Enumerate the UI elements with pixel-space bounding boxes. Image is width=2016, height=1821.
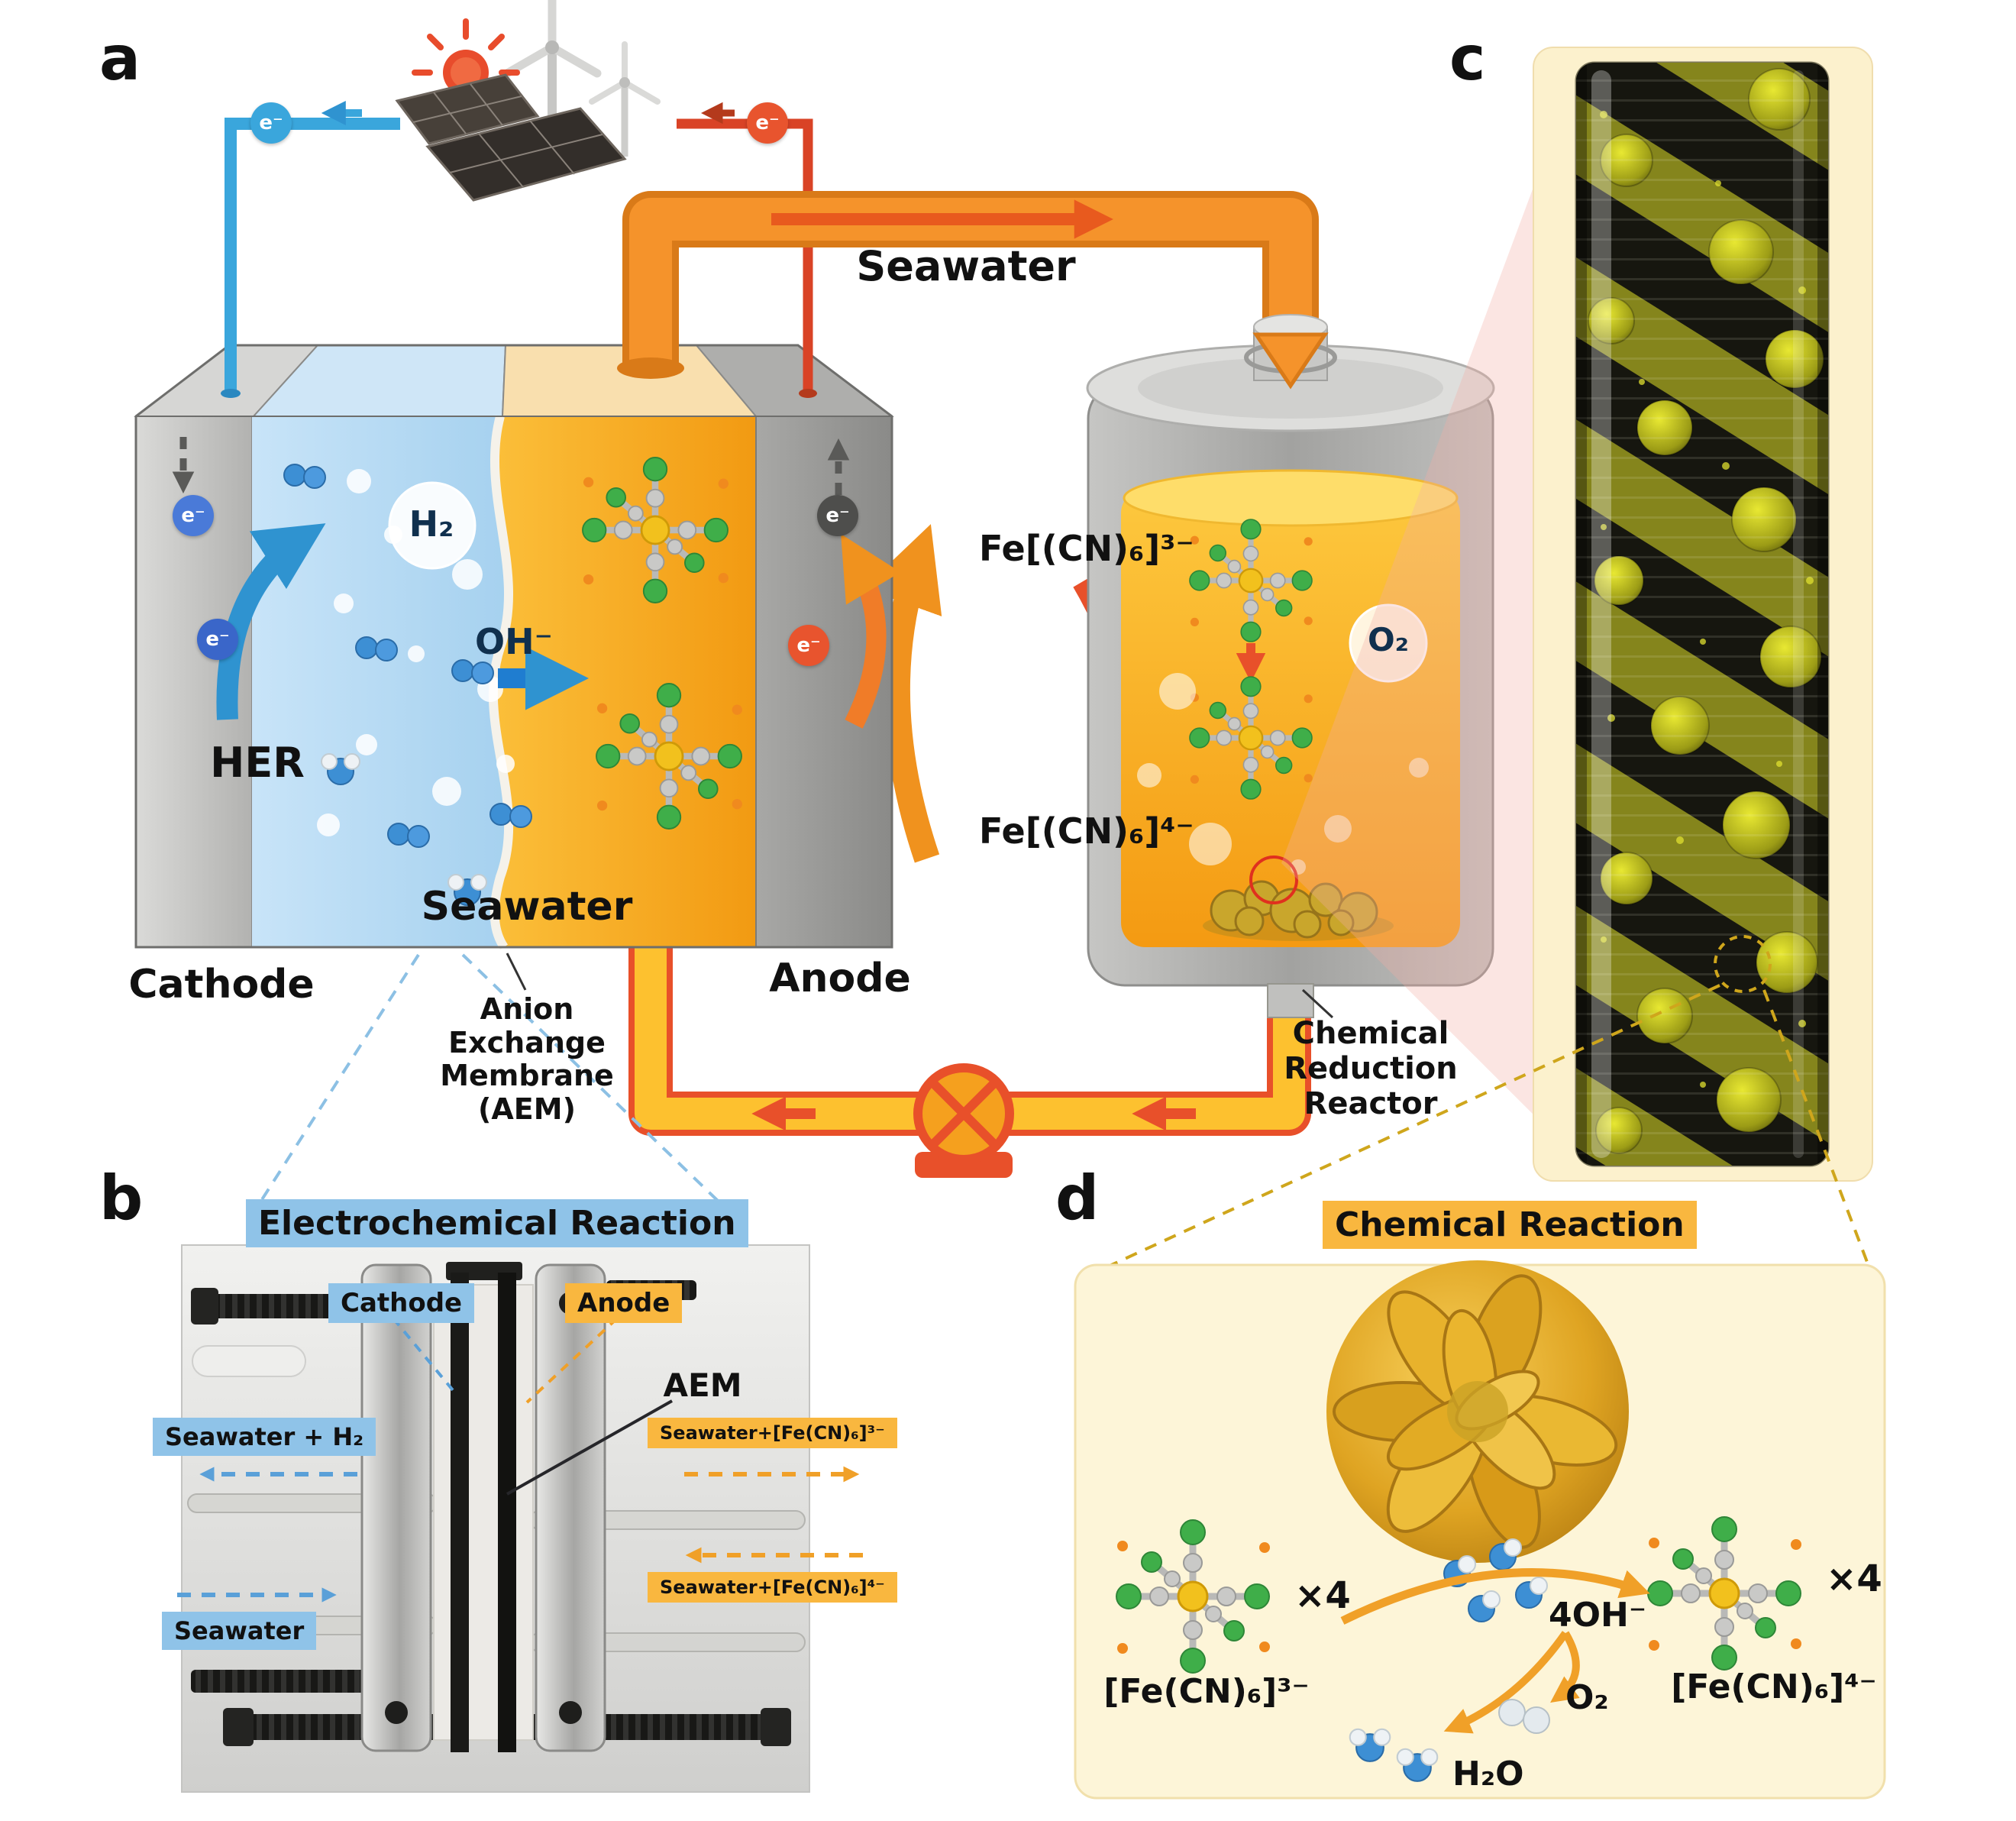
- electron-badge: e⁻: [788, 625, 829, 666]
- reduction-reactor-label: Chemical Reduction Reactor: [1284, 1016, 1458, 1121]
- reactor-column-photo: [1533, 47, 1873, 1182]
- oxygen-molecule: [1498, 1699, 1550, 1734]
- inlet-cathode-label: Seawater: [162, 1612, 317, 1650]
- cell-photo: [177, 1244, 863, 1793]
- times4-left-label: ×4: [1294, 1574, 1351, 1617]
- pipe-entry-arrow: [1252, 332, 1329, 390]
- outlet-cathode-label: Seawater + H₂: [153, 1418, 376, 1456]
- seawater-pipe-label: Seawater: [856, 242, 1076, 290]
- electron-badge: e⁻: [173, 495, 214, 536]
- seawater-cell-label: Seawater: [421, 884, 633, 930]
- panel-a-letter: a: [99, 23, 141, 94]
- electron-wire-cathode: [221, 100, 400, 398]
- oxygen-label: O₂: [1565, 1678, 1609, 1717]
- anode-plate: [498, 1273, 516, 1752]
- gold-nanoflower: [1326, 1260, 1629, 1563]
- electrolyzer-cell: [134, 344, 901, 950]
- reactor-leader-line: [1301, 988, 1334, 1019]
- reactor-outlet: [1267, 983, 1314, 1018]
- electron-badge: e⁻: [197, 619, 238, 660]
- photo-cathode-label: Cathode: [328, 1283, 475, 1323]
- zoom-beam: [1281, 73, 1576, 1157]
- cell-body: [433, 1284, 534, 1741]
- aem-label: Anion Exchange Membrane (AEM): [440, 992, 614, 1127]
- cathode-label: Cathode: [128, 962, 315, 1008]
- h2-label: H₂: [409, 503, 454, 545]
- panel-b-letter: b: [99, 1163, 144, 1234]
- pump-icon: [913, 1063, 1014, 1178]
- product-label: [Fe(CN)₆]⁴⁻: [1671, 1667, 1877, 1706]
- anolyte-region: [493, 416, 756, 947]
- reduction-reactor: [1086, 314, 1495, 1018]
- electron-badge: e⁻: [747, 102, 788, 144]
- anode-label: Anode: [769, 956, 911, 1001]
- panel-d-title: Chemical Reaction: [1323, 1201, 1697, 1249]
- callout-lines-to-panel-d: [1097, 984, 1871, 1273]
- hydroxide-label: 4OH⁻: [1549, 1596, 1647, 1635]
- clamp-plate: [360, 1263, 432, 1752]
- photo-anode-label: Anode: [565, 1283, 683, 1323]
- catalyst-zoom-ring: [1249, 856, 1298, 904]
- ferrocyanide-label: Fe[(CN)₆]⁴⁻: [979, 810, 1194, 852]
- her-arrow: [216, 523, 326, 720]
- outlet-anode-label: Seawater+[Fe(CN)₆]³⁻: [648, 1418, 897, 1448]
- aem-leader: [506, 1399, 673, 1496]
- solar-panel-icon: [395, 73, 627, 202]
- water-label: H₂O: [1452, 1755, 1524, 1794]
- anode-oxidation-arrow: [863, 524, 942, 863]
- spiral-tube: [1576, 63, 1828, 1166]
- electron-badge: e⁻: [817, 495, 858, 536]
- h2-gas-bubble: [388, 481, 477, 570]
- anode-inner-arrow: [841, 533, 901, 729]
- clamp-plate: [535, 1263, 606, 1752]
- callout-lines-to-panel-b: [260, 953, 719, 1202]
- anode-leader: [525, 1317, 619, 1404]
- oxygen-branch-arrow: [1550, 1631, 1580, 1703]
- reactant-label: [Fe(CN)₆]³⁻: [1103, 1672, 1310, 1711]
- aem-leader-line: [506, 953, 527, 991]
- photo-aem-label: AEM: [663, 1367, 742, 1404]
- ferricyanide-label: Fe[(CN)₆]³⁻: [979, 528, 1194, 569]
- o2-label: O₂: [1367, 621, 1410, 658]
- electron-wire-anode: [677, 102, 817, 398]
- electron-badge: e⁻: [250, 102, 292, 144]
- threaded-rod: [191, 1670, 367, 1693]
- zoom-circle: [1714, 935, 1772, 993]
- panel-b-title: Electrochemical Reaction: [246, 1199, 748, 1247]
- oh-label: OH⁻: [475, 621, 553, 662]
- inlet-anode-label: Seawater+[Fe(CN)₆]⁴⁻: [648, 1572, 897, 1603]
- times4-right-label: ×4: [1826, 1557, 1882, 1600]
- water-branch-arrow: [1443, 1631, 1569, 1734]
- aem-membrane-wave: [488, 415, 514, 950]
- her-label: HER: [210, 739, 305, 787]
- chemical-reaction-panel: [1074, 1260, 1886, 1800]
- seawater-pipe: [617, 191, 1319, 379]
- panel-d-letter: d: [1055, 1163, 1100, 1234]
- spacer-tube: [192, 1345, 306, 1377]
- o2-bubble: [1349, 603, 1428, 683]
- cathode-plate: [451, 1273, 469, 1752]
- reactor-bubbles: [1137, 673, 1429, 875]
- panel-c-letter: c: [1449, 23, 1486, 94]
- reaction-arrow: [1340, 1568, 1650, 1625]
